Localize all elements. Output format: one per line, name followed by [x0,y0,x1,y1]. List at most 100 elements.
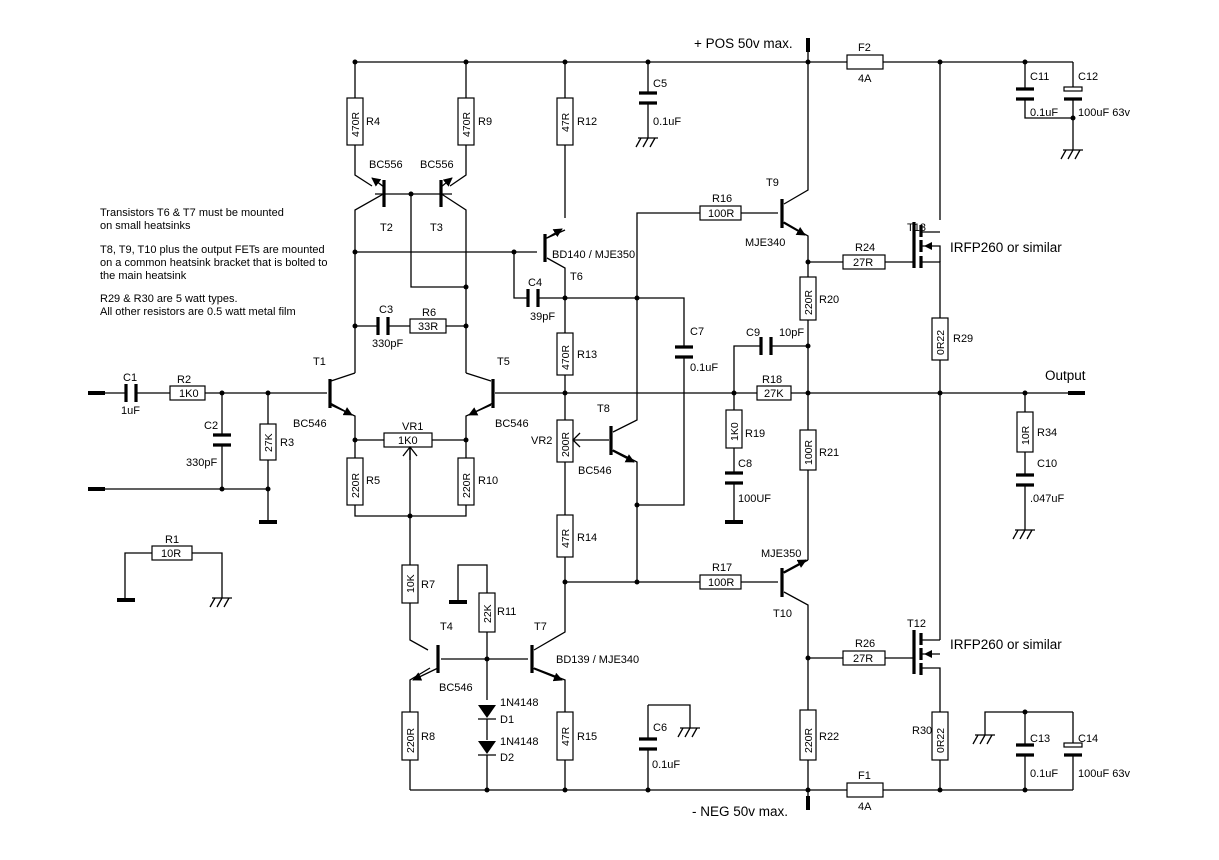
t12-type: IRFP260 or similar [950,637,1062,652]
pos-rail-label: + POS 50v max. [694,36,793,51]
d1-ref: D1 [500,714,514,726]
c14-value: 100uF 63v [1078,768,1130,780]
transistor-t7 [530,645,563,682]
transistor-t9 [780,199,806,236]
t10-ref: T10 [773,608,792,620]
r16-ref: R16 [712,193,732,205]
fuse-f2 [846,54,884,70]
resistor-r4 [346,97,364,146]
capacitors [124,86,1083,757]
r17-ref: R17 [712,562,732,574]
ground-symbols [209,137,1083,745]
resistor-r11 [478,592,496,633]
c4-ref: C4 [528,277,542,289]
r19-value: 1K0 [729,422,741,441]
fuse-f1 [846,782,884,798]
c7-value: 0.1uF [690,362,718,374]
r13-value: 470R [560,344,572,370]
ground-icon [1060,149,1083,160]
resistor-r21 [799,429,817,471]
capacitor-c5 [639,91,657,105]
neg-rail-terminal [806,796,810,810]
resistor-r30 [931,711,949,761]
t6-ref: T6 [570,271,583,283]
output-terminal [1068,391,1085,395]
capacitor-c8 [725,471,743,485]
transistor-t8 [609,426,635,463]
t5-type: BC546 [495,418,529,430]
f1-ref: F1 [858,770,871,782]
r24-ref: R24 [855,242,875,254]
r11-value: 22K [482,604,494,623]
r18-ref: R18 [762,374,782,386]
mosfet-t13 [910,222,941,268]
capacitor-c9 [759,337,773,355]
vr1-wiper-arrow [402,445,418,460]
c3-ref: C3 [379,304,393,316]
t1-type: BC546 [293,418,327,430]
diode-d2 [478,741,496,770]
r1-terminal-left [117,598,135,602]
c12-value: 100uF 63v [1078,107,1130,119]
r6-ref: R6 [422,307,436,319]
c2-value: 330pF [186,457,217,469]
r34-value: 10R [1020,425,1032,445]
r1-ref: R1 [165,534,179,546]
transistor-t10 [780,559,807,597]
r3-ground-bar [259,520,277,524]
r26-ref: R26 [855,638,875,650]
t12-ref: T12 [907,618,926,630]
resistor-r22 [799,709,817,761]
c11-value: 0.1uF [1030,107,1058,119]
capacitor-c3 [376,317,390,335]
resistor-r19 [725,409,743,449]
vr1-ref: VR1 [402,421,423,433]
wires [105,61,1074,791]
resistor-r17 [699,574,742,590]
capacitor-c6 [639,737,657,751]
resistor-r18 [756,385,792,401]
neg-rail-label: - NEG 50v max. [692,804,788,819]
resistor-vr2 [556,419,574,463]
r9-value: 470R [461,111,473,137]
t5-ref: T5 [497,356,510,368]
r18-value: 27K [764,388,784,400]
ground-icon [1012,529,1035,540]
ground-icon [972,734,995,745]
c7-ref: C7 [690,326,704,338]
c8-ref: C8 [738,458,752,470]
c8-value: 100UF [738,493,771,505]
r21-value: 100R [803,439,815,465]
resistor-r29 [931,317,949,361]
resistor-vr1 [383,432,433,448]
r15-ref: R15 [577,731,597,743]
capacitor-c13 [1016,743,1034,757]
r8-ref: R8 [421,731,435,743]
note-line-3: T8, T9, T10 plus the output FETs are mou… [100,244,325,256]
transistor-t1 [328,379,353,416]
d1-type: 1N4148 [500,697,539,709]
capacitor-c4 [526,289,540,307]
transistors [328,177,941,682]
r30-value: 0R22 [935,728,947,753]
t3-ref: T3 [430,222,443,234]
r19-ref: R19 [745,428,765,440]
t13-type: IRFP260 or similar [950,240,1062,255]
r11-terminal [449,600,467,604]
c3-value: 330pF [372,338,403,350]
note-line-7: All other resistors are 0.5 watt metal f… [100,306,296,318]
r11-ref: R11 [497,606,516,618]
capacitor-c11 [1016,87,1034,101]
resistor-r14 [556,514,574,558]
note-line-4: on a common heatsink bracket that is bol… [100,257,327,269]
resistor-r8 [401,711,419,761]
note-line-2: on small heatsinks [100,220,191,232]
f2-value: 4A [858,73,872,85]
r30-ref: R30 [912,725,932,737]
r21-ref: R21 [819,447,839,459]
resistor-r6 [409,318,447,334]
c8-ground-bar [725,520,743,524]
transistor-t4 [412,645,440,681]
c5-ref: C5 [653,78,667,90]
